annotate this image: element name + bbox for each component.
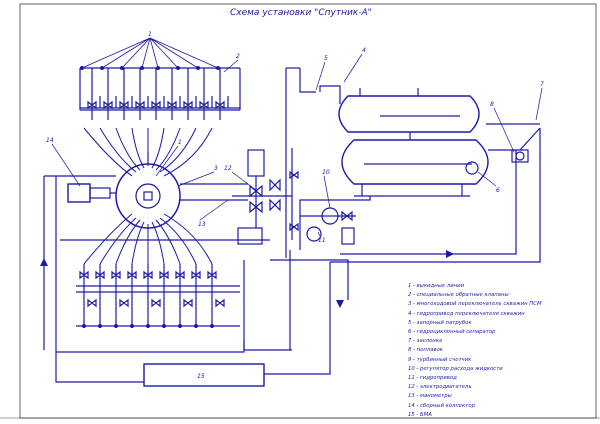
bottom-check-markers xyxy=(82,324,214,328)
legend-item: 11 - гидропривод xyxy=(408,375,457,382)
legend-item: 15 - БМА xyxy=(408,411,432,418)
separator-piping xyxy=(299,85,541,263)
legend: 1 - выкидные линии 2 - специальные обрат… xyxy=(408,282,598,420)
legend-item: 14 - сборный коллектор xyxy=(408,402,475,409)
legend-item: 4 - гидропривод переключателя скважин xyxy=(408,310,525,317)
flow-control-valves xyxy=(232,148,299,245)
callout-10: 10 xyxy=(322,169,330,176)
legend-item: 5 - запорный патрубок xyxy=(408,319,472,326)
callout-1: 1 xyxy=(148,31,152,38)
callout-8: 8 xyxy=(490,101,494,108)
top-flow-lines xyxy=(83,127,213,177)
float-valve xyxy=(511,149,529,163)
legend-item: 2 - специальные обратные клапаны xyxy=(408,292,509,299)
top-valves xyxy=(87,100,225,110)
callout-11: 11 xyxy=(318,237,326,244)
legend-item: 7 - заслонка xyxy=(408,338,443,345)
callout-12: 12 xyxy=(224,165,232,172)
callout-6: 6 xyxy=(496,187,500,194)
separator-upper xyxy=(338,88,480,133)
top-check-markers xyxy=(80,66,220,70)
legend-item: 13 - манометры xyxy=(408,393,452,400)
top-branches xyxy=(91,68,229,120)
callout-2: 2 xyxy=(236,53,240,60)
legend-item: 6 - гидроциклонный сепаратор xyxy=(408,329,496,336)
callout-numbers: 1 2 1 3 5 4 7 8 6 12 10 11 13 14 xyxy=(46,31,544,244)
motor xyxy=(306,226,322,242)
bottom-valves xyxy=(79,270,225,308)
legend-item: 8 - поплавок xyxy=(408,347,444,354)
diagram-title: Схема установки "Спутник-А" xyxy=(230,8,372,18)
bottom-flow-lines xyxy=(83,213,213,265)
legend-item: 12 - электродвигатель xyxy=(408,384,472,391)
callout-1b: 1 xyxy=(178,139,182,146)
top-check-points xyxy=(81,37,219,69)
hydraulic-drive xyxy=(43,175,116,350)
legend-item: 10 - регулятор расхода жидкости xyxy=(408,365,503,372)
legend-item: 1 - выкидные линии xyxy=(408,283,465,289)
callout-13: 13 xyxy=(198,221,206,228)
callout-14: 14 xyxy=(46,137,54,144)
callout-leaders xyxy=(51,53,543,237)
collector-lines xyxy=(55,67,349,353)
flow-arrows xyxy=(40,250,454,308)
switch-outlet xyxy=(180,183,248,201)
callout-4: 4 xyxy=(362,47,366,54)
bma-block xyxy=(55,262,331,387)
separator-lower xyxy=(341,132,489,197)
multiway-switch xyxy=(115,152,181,229)
callout-3: 3 xyxy=(214,165,218,172)
legend-item: 3 - многоходовой переключатель скважин П… xyxy=(408,301,542,308)
bma-label: 15 xyxy=(197,373,205,380)
flow-regulator xyxy=(341,210,355,245)
callout-7: 7 xyxy=(540,81,544,88)
legend-item: 9 - турбинный счетчик xyxy=(408,356,472,363)
callout-5: 5 xyxy=(324,55,328,62)
